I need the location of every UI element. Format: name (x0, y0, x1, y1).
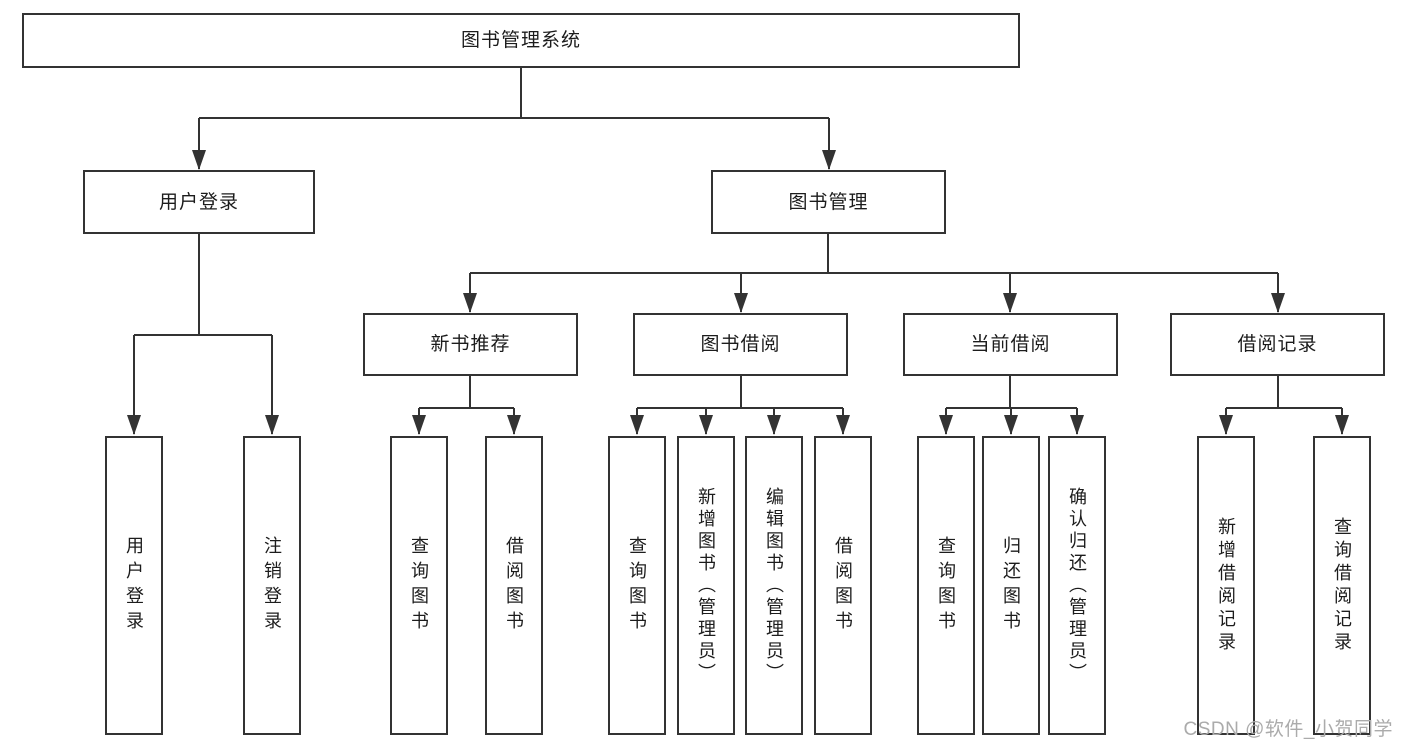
leaf-confirm-return-admin: 确认归还（管理员） (1048, 436, 1106, 735)
node-user-login-branch: 用户登录 (83, 170, 315, 234)
leaf-borrow-books-borrowing: 借阅图书 (814, 436, 872, 735)
node-book-management-branch: 图书管理 (711, 170, 946, 234)
csdn-watermark: CSDN @软件_小贺同学 (1183, 719, 1393, 740)
leaf-edit-books-admin: 编辑图书（管理员） (745, 436, 803, 735)
node-new-book-recommendation: 新书推荐 (363, 313, 578, 376)
leaf-query-books-current: 查询图书 (917, 436, 975, 735)
node-borrowing-records: 借阅记录 (1170, 313, 1385, 376)
node-book-borrowing: 图书借阅 (633, 313, 848, 376)
leaf-user-login: 用户登录 (105, 436, 163, 735)
leaf-return-books: 归还图书 (982, 436, 1040, 735)
node-library-management-system: 图书管理系统 (22, 13, 1020, 68)
leaf-query-books-recommend: 查询图书 (390, 436, 448, 735)
node-current-borrowing: 当前借阅 (903, 313, 1118, 376)
leaf-query-borrow-record: 查询借阅记录 (1313, 436, 1371, 735)
leaf-query-books-borrowing: 查询图书 (608, 436, 666, 735)
leaf-add-borrow-record: 新增借阅记录 (1197, 436, 1255, 735)
leaf-borrow-books-recommend: 借阅图书 (485, 436, 543, 735)
leaf-logout: 注销登录 (243, 436, 301, 735)
leaf-add-books-admin: 新增图书（管理员） (677, 436, 735, 735)
